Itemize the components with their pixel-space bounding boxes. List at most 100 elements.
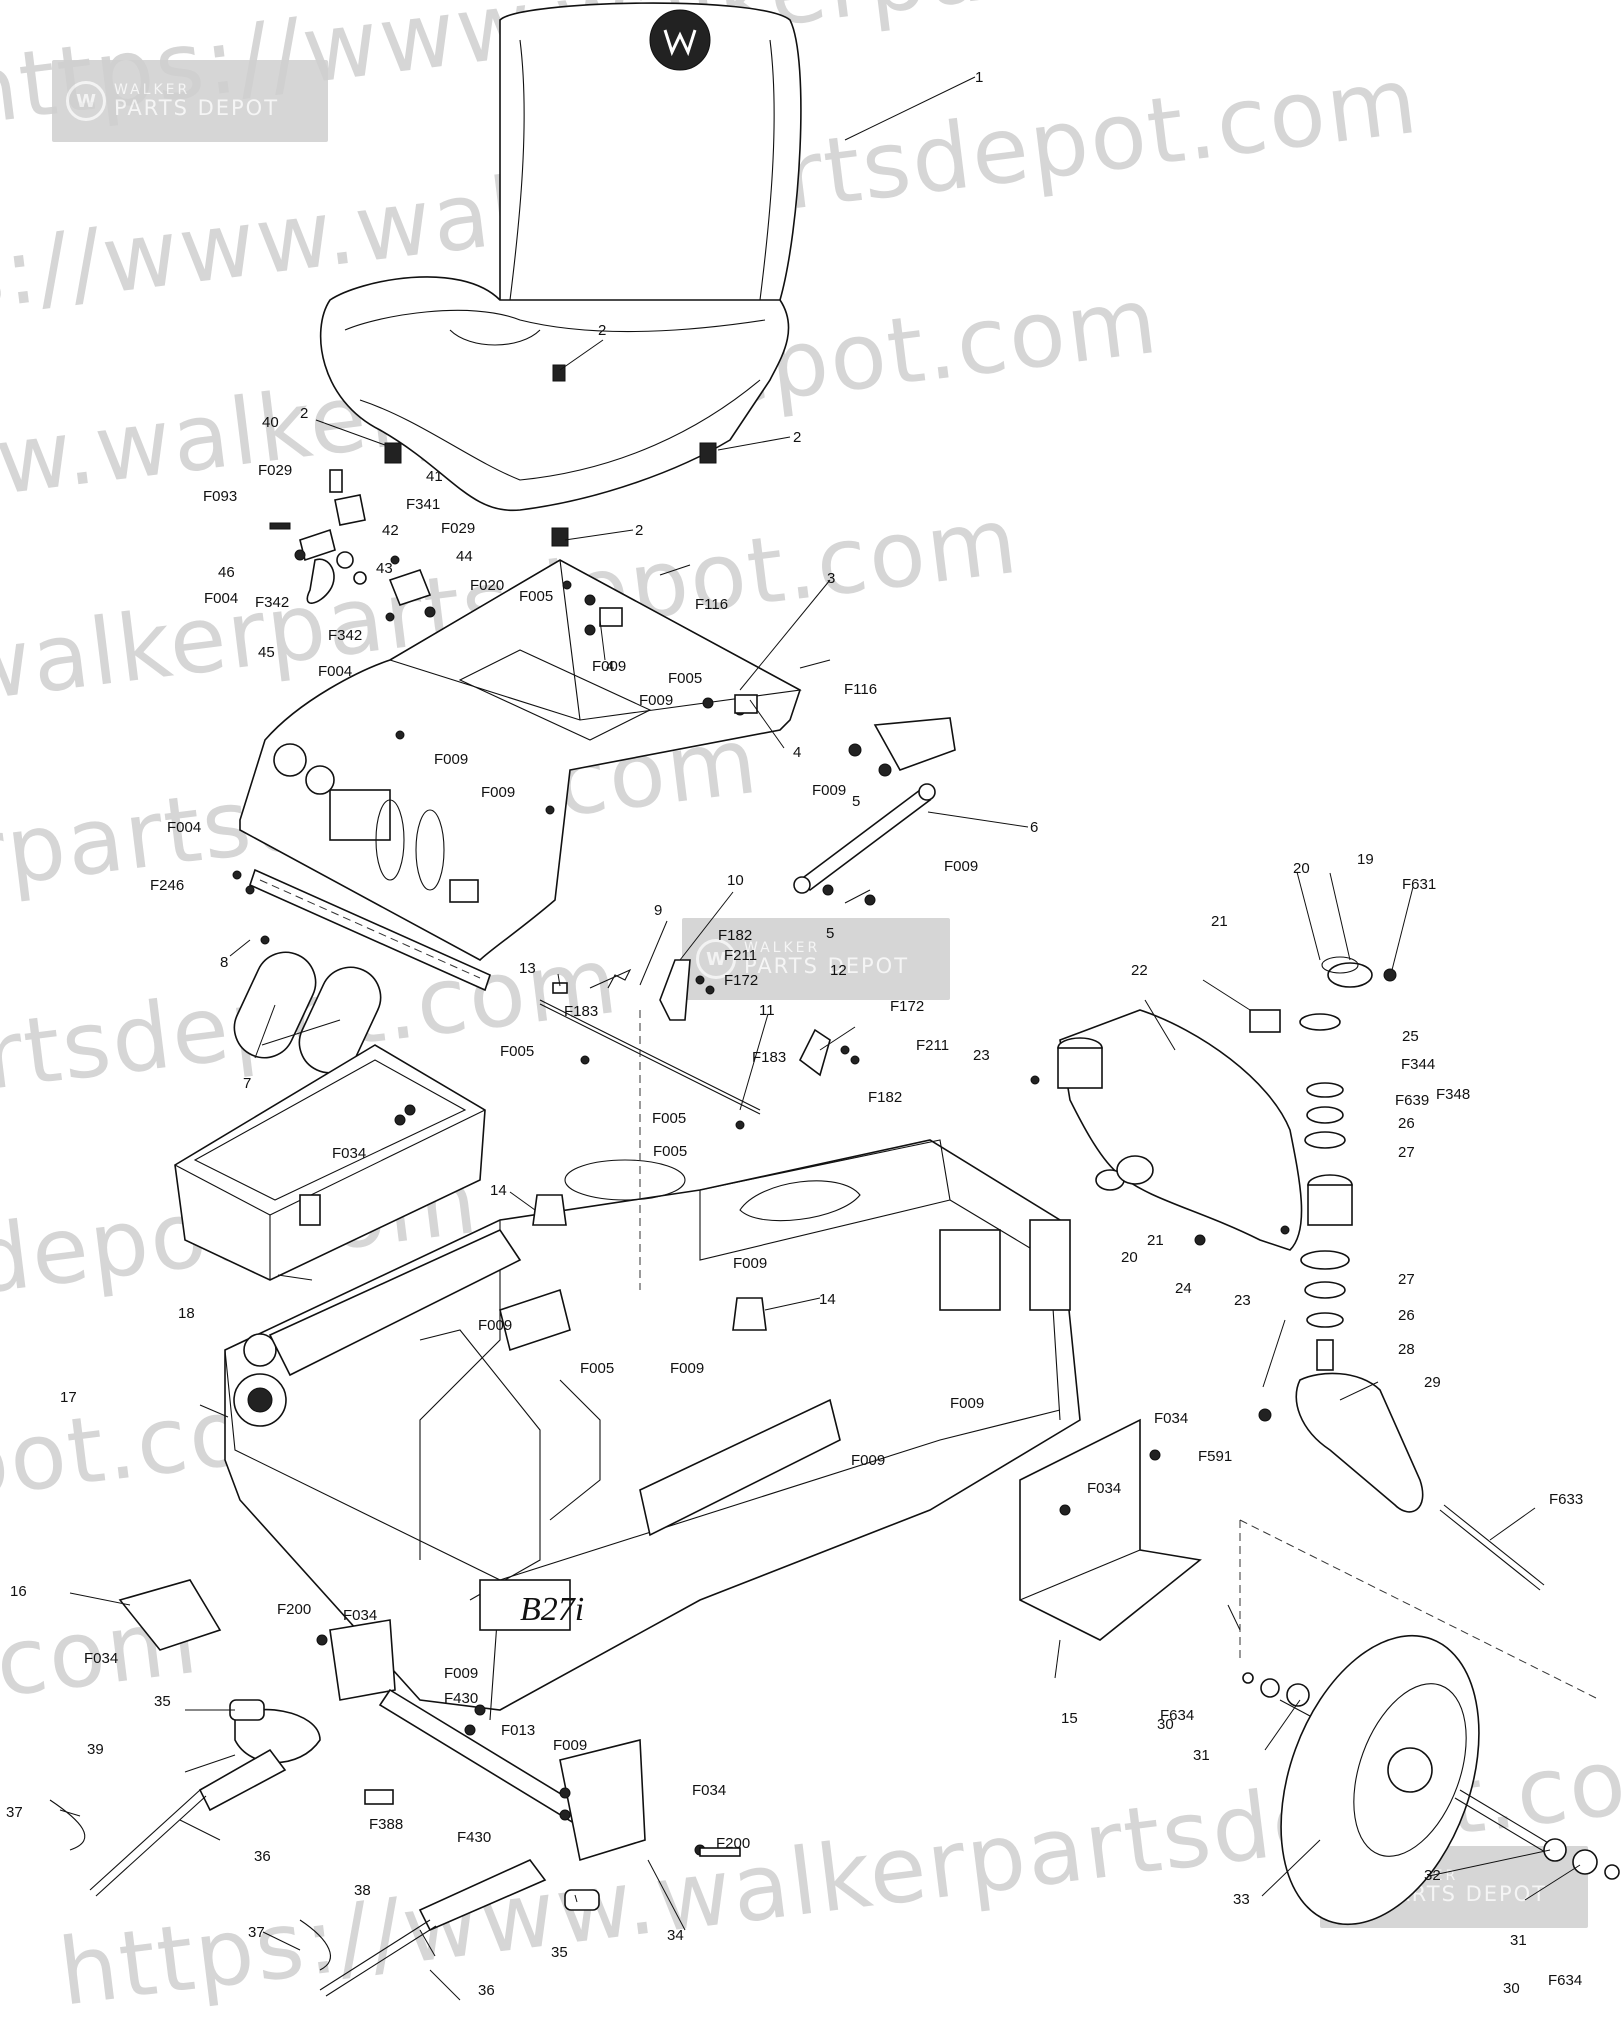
callout-label: 28: [1398, 1341, 1415, 1358]
callout-label: 18: [178, 1305, 195, 1322]
callout-label: 46: [218, 564, 235, 581]
callout-label: 2: [598, 322, 606, 339]
callout-label: F009: [478, 1317, 512, 1334]
callout-label: 9: [654, 902, 662, 919]
callout-label: F034: [343, 1607, 377, 1624]
callout-label: F634: [1548, 1972, 1582, 1989]
callout-label: F246: [150, 877, 184, 894]
callout-label: 31: [1510, 1932, 1527, 1949]
callout-label: F009: [851, 1452, 885, 1469]
model-badge: B27i: [520, 1591, 584, 1628]
callout-label: F009: [434, 751, 468, 768]
callout-label: F005: [652, 1110, 686, 1127]
callout-label: 2: [793, 429, 801, 446]
callout-label: F029: [441, 520, 475, 537]
callout-label: 23: [1234, 1292, 1251, 1309]
callout-label: F172: [890, 998, 924, 1015]
walker-w-icon: [649, 9, 711, 71]
gas-spring: [793, 717, 956, 906]
callout-label: 37: [6, 1804, 23, 1821]
callout-label: F348: [1436, 1086, 1470, 1103]
callout-label: 10: [727, 872, 744, 889]
callout-label: F633: [1549, 1491, 1583, 1508]
foot-bracket: [1019, 1418, 1202, 1641]
callout-label: 20: [1293, 860, 1310, 877]
battery-tray: [174, 1044, 486, 1281]
callout-label: 30: [1157, 1716, 1174, 1733]
callout-label: F631: [1402, 876, 1436, 893]
callout-label: 23: [973, 1047, 990, 1064]
seat-pan-cover: [239, 559, 802, 961]
callout-label: 33: [1233, 1891, 1250, 1908]
callout-label: 43: [376, 560, 393, 577]
callout-label: F004: [204, 590, 238, 607]
callout-label: F004: [167, 819, 201, 836]
callout-label: F013: [501, 1722, 535, 1739]
callout-label: F009: [733, 1255, 767, 1272]
callout-label: 17: [60, 1389, 77, 1406]
callout-label: F634: [1160, 1707, 1194, 1724]
caster-wheel: [1242, 1634, 1620, 1926]
callout-label: 26: [1398, 1307, 1415, 1324]
callout-label: 27: [1398, 1144, 1415, 1161]
callout-label: 8: [220, 954, 228, 971]
callout-label: F183: [564, 1003, 598, 1020]
callout-label: 5: [826, 925, 834, 942]
callout-label: 41: [426, 468, 443, 485]
walker-w-icon: W: [66, 81, 106, 121]
callout-label: 14: [490, 1182, 507, 1199]
callout-label: F009: [950, 1395, 984, 1412]
callout-labels: 1 2 2 2 2 3 4 4 5 5 6 7 8 9 10 11 12 13 …: [6, 69, 1583, 1999]
callout-label: 5: [852, 793, 860, 810]
callout-label: 4: [793, 744, 801, 761]
callout-label: 13: [519, 960, 536, 977]
callout-label: 12: [830, 962, 847, 979]
callout-label: F005: [653, 1143, 687, 1160]
callout-label: 38: [354, 1882, 371, 1899]
callout-label: F639: [1395, 1092, 1429, 1109]
callout-label: F009: [944, 858, 978, 875]
callout-label: 21: [1211, 913, 1228, 930]
callout-label: F005: [519, 588, 553, 605]
callout-label: F034: [1154, 1410, 1188, 1427]
callout-label: F211: [916, 1037, 949, 1054]
callout-label: 15: [1061, 1710, 1078, 1727]
callout-label: 39: [87, 1741, 104, 1758]
callout-label: 27: [1398, 1271, 1415, 1288]
callout-label: F020: [470, 577, 504, 594]
callout-label: 2: [635, 522, 643, 539]
callout-label: F093: [203, 488, 237, 505]
callout-label: F591: [1198, 1448, 1232, 1465]
callout-label: 21: [1147, 1232, 1164, 1249]
callout-label: 6: [1030, 819, 1038, 836]
callout-label: F341: [406, 496, 440, 513]
callout-label: 42: [382, 522, 399, 539]
callout-label: F004: [318, 663, 352, 680]
callout-label: 16: [10, 1583, 27, 1600]
callout-label: F344: [1401, 1056, 1435, 1073]
callout-label: 34: [667, 1927, 684, 1944]
callout-label: F005: [500, 1043, 534, 1060]
callout-label: 11: [759, 1002, 775, 1019]
callout-label: 2: [300, 405, 308, 422]
callout-label: F182: [718, 927, 752, 944]
callout-label: F005: [668, 670, 702, 687]
walker-w-icon: W: [696, 939, 736, 979]
callout-label: 44: [456, 548, 473, 565]
steering-arm: [1030, 956, 1397, 1328]
callout-label: F034: [692, 1782, 726, 1799]
callout-label: 3: [827, 570, 835, 587]
callout-label: 20: [1121, 1249, 1138, 1266]
callout-label: F200: [716, 1835, 750, 1852]
callout-label: F009: [670, 1360, 704, 1377]
leader-lines: [59, 76, 1581, 2001]
callout-label: F172: [724, 972, 758, 989]
callout-label: F034: [84, 1650, 118, 1667]
callout-label: F034: [1087, 1480, 1121, 1497]
callout-label: 14: [819, 1291, 836, 1308]
callout-label: 35: [551, 1944, 568, 1961]
trim-strip: [232, 868, 491, 992]
callout-label: 35: [154, 1693, 171, 1710]
bumpers: [532, 1010, 767, 1331]
